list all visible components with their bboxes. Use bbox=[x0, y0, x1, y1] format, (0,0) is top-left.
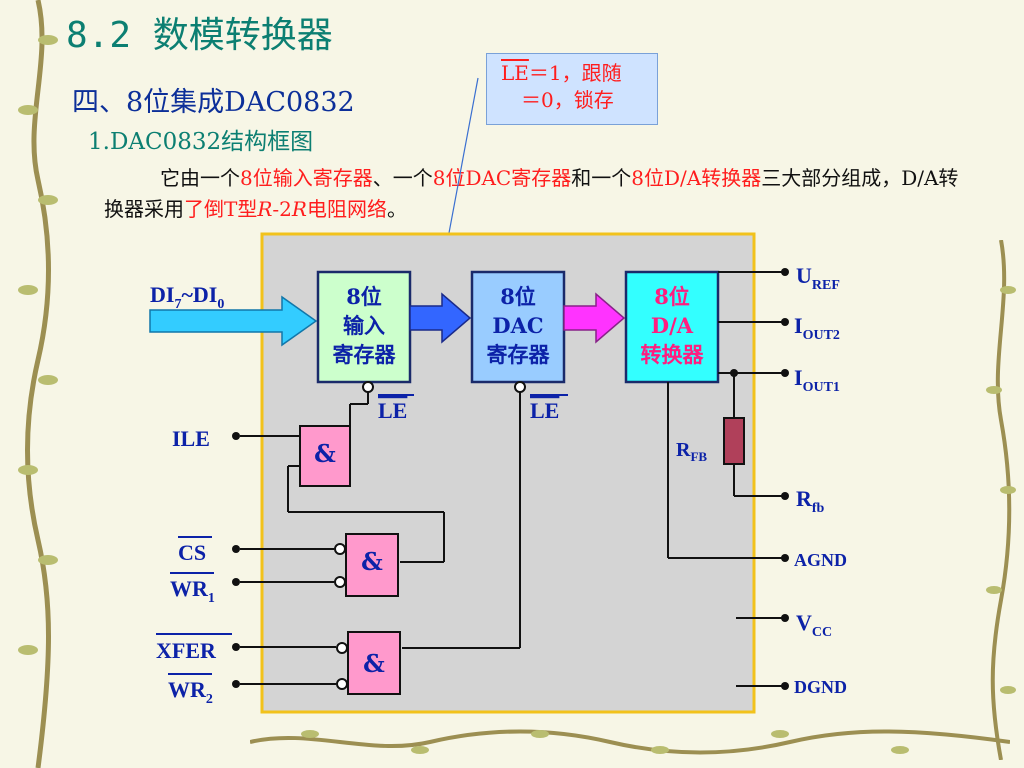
input-data-label: DI7~DI0 bbox=[150, 282, 224, 312]
uref-pin-label: UREF bbox=[796, 263, 840, 293]
block1-line2: 输入 bbox=[343, 313, 385, 338]
note-line2: ＝0，锁存 bbox=[521, 88, 614, 112]
le-label-1: LE bbox=[378, 398, 407, 423]
block3-line3: 转换器 bbox=[641, 342, 705, 367]
iout2-pin-label: IOUT2 bbox=[794, 313, 840, 343]
le-bubble-1 bbox=[362, 381, 374, 393]
block1-line1: 8位 bbox=[346, 284, 382, 309]
block1-line3: 寄存器 bbox=[333, 342, 397, 367]
and-gate-1-symbol: & bbox=[314, 439, 336, 468]
input-arrow bbox=[149, 295, 318, 347]
note-le-label: LE bbox=[501, 61, 529, 85]
rfb-pin-label: Rfb bbox=[796, 486, 825, 516]
description-paragraph: 它由一个8位输入寄存器、一个8位DAC寄存器和一个8位D/A转换器三大部分组成，… bbox=[104, 166, 959, 221]
arrow-input-to-dac bbox=[409, 292, 472, 344]
iout1-pin-label: IOUT1 bbox=[794, 365, 840, 395]
and-gate-1 bbox=[299, 425, 351, 487]
le-label-2: LE bbox=[530, 398, 559, 423]
and-gate-2-symbol: & bbox=[361, 547, 383, 576]
block3-line1: 8位 bbox=[654, 284, 690, 309]
page-title: 8.2 数模转换器 bbox=[66, 15, 333, 56]
wr1-pin-label: WR1 bbox=[170, 576, 215, 606]
feedback-resistor bbox=[723, 417, 745, 465]
le-bubble-2 bbox=[514, 381, 526, 393]
da-converter-block bbox=[624, 270, 720, 384]
xfer-pin-label: XFER bbox=[156, 638, 217, 663]
block2-line1: 8位 bbox=[500, 284, 536, 309]
vine-decoration-right bbox=[986, 240, 1016, 760]
control-wiring bbox=[240, 271, 782, 687]
le-note-box: LE＝1，跟随 ＝0，锁存 bbox=[486, 53, 658, 125]
arrow-dac-to-converter bbox=[563, 292, 626, 344]
ile-pin-label: ILE bbox=[172, 426, 210, 451]
and-gate-2 bbox=[345, 533, 399, 597]
vine-decoration-bottom bbox=[250, 729, 1010, 755]
and-gate-3 bbox=[347, 631, 401, 695]
agnd-pin-label: AGND bbox=[794, 550, 847, 570]
dgnd-pin-label: DGND bbox=[794, 677, 847, 697]
block3-line2: D/A bbox=[651, 313, 694, 338]
and-gate-3-symbol: & bbox=[363, 649, 385, 678]
cs-pin-label: CS bbox=[178, 540, 206, 565]
section-heading: 四、8位集成DAC0832 bbox=[72, 87, 355, 118]
input-register-block bbox=[316, 270, 412, 384]
vine-decoration-left bbox=[18, 0, 58, 768]
rfb-internal-label: RFB bbox=[676, 439, 707, 464]
wr2-pin-label: WR2 bbox=[168, 677, 213, 707]
vcc-pin-label: VCC bbox=[796, 610, 832, 640]
block2-line2: DAC bbox=[492, 313, 543, 338]
block2-line3: 寄存器 bbox=[487, 342, 551, 367]
subsection-heading: 1.DAC0832结构框图 bbox=[88, 129, 314, 155]
junction-dot bbox=[730, 369, 738, 377]
